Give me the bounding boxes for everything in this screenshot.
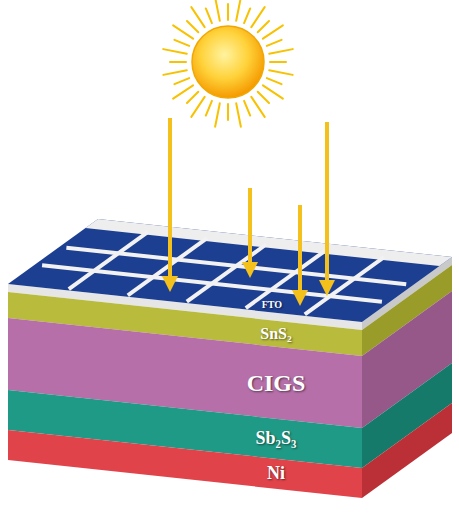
- sun-ray: [170, 61, 186, 63]
- grid-finger: [128, 238, 207, 295]
- sun-ray: [269, 70, 293, 75]
- light-arrow-shaft: [298, 205, 302, 292]
- light-arrow-shaft: [168, 118, 172, 278]
- layer-label: CIGS: [247, 370, 306, 396]
- sun-ray: [244, 101, 250, 116]
- sun-ray: [227, 104, 229, 120]
- sun-ray: [251, 7, 264, 27]
- layer-label: Ni: [267, 464, 285, 484]
- sun-ray: [263, 85, 283, 98]
- sun-ray: [187, 92, 198, 103]
- grid-finger: [187, 245, 266, 302]
- layer-label: SnS₂: [260, 325, 292, 343]
- sun-ray: [236, 0, 241, 21]
- layer-label: Sb₂S₃: [256, 429, 297, 449]
- sun-ray: [269, 49, 293, 54]
- sun-ray: [251, 97, 264, 117]
- sun-ray: [206, 8, 212, 23]
- grid-busbar: [66, 248, 406, 284]
- light-arrow-head: [242, 262, 258, 278]
- sun-ray: [163, 70, 187, 75]
- sun-ray: [244, 8, 250, 23]
- sun-ray: [206, 101, 212, 116]
- light-arrow-shaft: [325, 122, 329, 282]
- sun-ray: [258, 21, 269, 32]
- sun-ray: [163, 49, 187, 54]
- sun-ray: [173, 25, 193, 38]
- sun-ray: [263, 25, 283, 38]
- sun-ray: [191, 7, 204, 27]
- sun-disc: [192, 26, 264, 98]
- fto-layer: FTO: [262, 299, 282, 310]
- sun: [163, 0, 292, 127]
- light-arrow-shaft: [248, 188, 252, 264]
- sun-ray: [187, 21, 198, 32]
- grid-finger: [69, 232, 148, 289]
- sun-ray: [215, 0, 220, 21]
- cigs-layer: CIGS: [247, 370, 306, 396]
- sun-ray: [258, 92, 269, 103]
- grid-finger: [305, 257, 384, 314]
- light-arrow-head: [162, 276, 178, 292]
- light-arrow-head: [292, 290, 308, 306]
- fto-surface: [8, 219, 452, 322]
- layer-side: [362, 403, 452, 498]
- sun-ray: [191, 97, 204, 117]
- sun-ray: [174, 40, 189, 46]
- sun-ray: [267, 78, 282, 84]
- sun-ray: [227, 4, 229, 20]
- sun-ray: [174, 78, 189, 84]
- ni-layer: Ni: [267, 464, 285, 484]
- layer-label: FTO: [262, 299, 282, 310]
- light-arrow-head: [319, 280, 335, 296]
- sns2-layer: SnS₂: [260, 325, 292, 343]
- sun-ray: [270, 61, 286, 63]
- grid-busbar: [42, 265, 382, 301]
- grid-finger: [246, 251, 325, 308]
- sunlight-arrows: [162, 118, 335, 306]
- sun-ray: [215, 103, 220, 127]
- sb2s3-layer: Sb₂S₃: [256, 429, 297, 449]
- sun-ray: [236, 103, 241, 127]
- fto-top-face: [8, 219, 452, 322]
- contact-strip: [85, 219, 452, 266]
- layer-front: [8, 430, 362, 498]
- sun-ray: [173, 85, 193, 98]
- sun-ray: [267, 40, 282, 46]
